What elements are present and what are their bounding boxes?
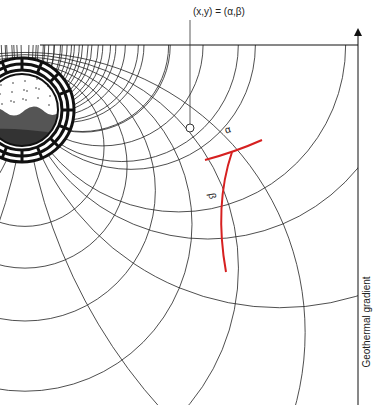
bubble	[48, 104, 50, 106]
bubble	[23, 89, 25, 91]
alpha-line	[0, 52, 305, 405]
lining-joint	[50, 138, 58, 146]
lining-joint	[37, 62, 42, 73]
lining-joint	[2, 62, 7, 73]
lining-joint	[21, 58, 24, 70]
bubble	[35, 87, 37, 89]
bubble	[26, 90, 28, 92]
lining-joint	[62, 109, 74, 112]
beta-label: β	[205, 190, 219, 202]
bubble	[49, 95, 51, 97]
lining-joint	[59, 125, 70, 130]
lining-joint	[50, 73, 58, 81]
bubble	[1, 103, 3, 105]
bubble	[10, 100, 12, 102]
alpha-curve	[205, 140, 262, 160]
bubble	[24, 80, 26, 82]
beta-curve	[221, 152, 232, 272]
bubble	[0, 93, 1, 95]
borehole	[0, 58, 74, 162]
bubble	[38, 88, 40, 90]
gradient-arrow	[358, 32, 359, 405]
ground-surface	[40, 45, 358, 46]
leader-line	[190, 20, 191, 124]
beta-line	[14, 45, 358, 239]
lining-joint	[2, 147, 7, 158]
lining-joint	[21, 150, 24, 162]
bubble	[11, 91, 13, 93]
bubble	[25, 99, 27, 101]
alpha-line	[0, 57, 192, 391]
alpha-label: α	[221, 123, 234, 137]
coordinate-grid	[0, 45, 358, 405]
alpha-line	[0, 55, 238, 405]
lining-joint	[59, 90, 70, 95]
bubble	[37, 97, 39, 99]
bubble	[0, 84, 2, 86]
bubble	[12, 82, 14, 84]
bubble	[13, 101, 15, 103]
bubble	[22, 98, 24, 100]
point-marker	[186, 124, 194, 132]
axis-label: Geothermal gradient	[361, 274, 373, 369]
lining-joint	[37, 147, 42, 158]
alpha-line	[0, 60, 155, 321]
point-label: (x,y) = (α,β)	[191, 6, 247, 18]
